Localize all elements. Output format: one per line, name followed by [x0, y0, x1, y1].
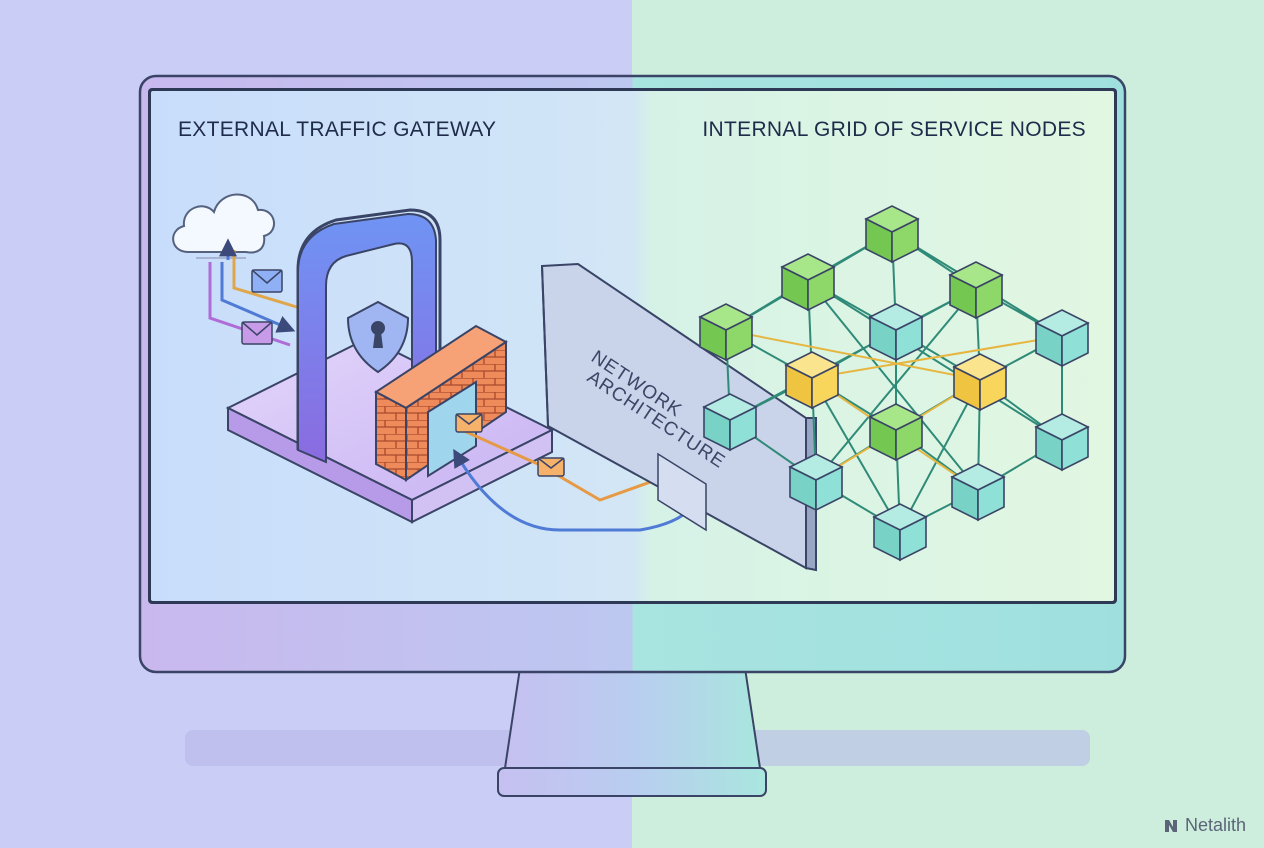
envelope-icon: [251, 269, 283, 293]
node-cube-icon: [1034, 309, 1090, 368]
monitor-stand: [503, 667, 762, 769]
node-cube-icon: [698, 303, 754, 362]
node-cube-icon: [784, 351, 840, 410]
gateway-arch: [296, 208, 442, 464]
right-panel-title: INTERNAL GRID OF SERVICE NODES: [702, 118, 1086, 141]
node-cube-icon: [864, 205, 920, 264]
cloud-icon: [172, 193, 275, 259]
envelope-icon: [241, 321, 273, 345]
traffic-path-gold: [232, 250, 301, 310]
node-cube-icon: [868, 403, 924, 462]
node-cube-icon: [950, 463, 1006, 522]
node-cube-icon: [868, 303, 924, 362]
shield-lock-icon: [346, 300, 410, 374]
envelope-icon: [455, 413, 483, 433]
node-cube-icon: [702, 393, 758, 452]
node-cube-icon: [788, 453, 844, 512]
traffic-path-blue: [220, 262, 296, 333]
node-cube-icon: [952, 353, 1008, 412]
node-cube-icon: [780, 253, 836, 312]
node-cube-icon: [1034, 413, 1090, 472]
envelope-icon: [537, 457, 565, 477]
node-cube-icon: [872, 503, 928, 562]
netalith-logo-icon: [1164, 819, 1177, 832]
node-cube-icon: [948, 261, 1004, 320]
firewall-icon: [374, 324, 508, 482]
monitor-base: [497, 767, 767, 797]
watermark: Netalith: [1162, 815, 1246, 836]
node-grid-connections: [725, 231, 1063, 531]
watermark-text: Netalith: [1184, 815, 1246, 835]
left-panel-title: EXTERNAL TRAFFIC GATEWAY: [178, 118, 497, 141]
